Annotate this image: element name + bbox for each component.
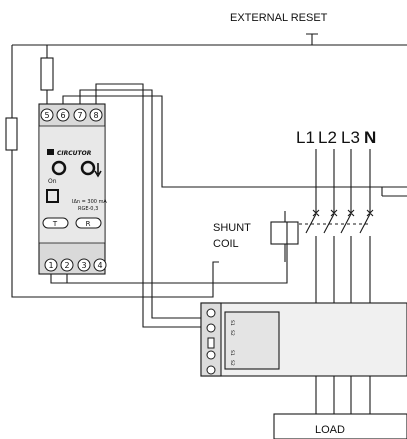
left-loop-wire <box>11 45 219 298</box>
trip-arrow-icon <box>94 163 102 178</box>
terminal-2: 2 <box>64 261 69 270</box>
terminal-5: 5 <box>44 111 49 120</box>
terminal-4: 4 <box>97 261 102 270</box>
reset-button-label: R <box>86 220 91 228</box>
transformer-core <box>224 311 280 370</box>
phase-label-l2: L2 <box>318 128 337 147</box>
ct-mark-s1-top: S1 <box>229 320 235 326</box>
shunt-coil-label-1: SHUNT <box>213 222 251 234</box>
spec-line-1: IΔn = 300 mA <box>72 199 107 205</box>
terminal-7: 7 <box>77 111 82 120</box>
external-reset-button <box>306 33 318 45</box>
phase-label-l1: L1 <box>296 128 315 147</box>
ct-terminal-screws <box>206 308 216 375</box>
spec-line-2: RGE-0,3 <box>78 206 98 212</box>
shunt-coil-label-2: COIL <box>213 238 239 250</box>
terminal-8: 8 <box>93 111 98 120</box>
top-resistor <box>40 57 54 91</box>
breaker-marks <box>312 209 374 217</box>
wire-terminal-1 <box>50 222 288 284</box>
load-box <box>273 413 407 439</box>
neutral-label: N <box>364 128 376 147</box>
relay-module <box>38 103 107 275</box>
ct-mark-s2-bottom: S2 <box>229 360 235 366</box>
test-button-label: T <box>52 220 58 228</box>
left-resistor <box>5 117 18 151</box>
ct-mark-s2-top: S2 <box>229 330 235 336</box>
wire-terminal-6 <box>62 95 407 188</box>
circutor-logo-icon <box>47 149 54 155</box>
terminal-6: 6 <box>60 111 65 120</box>
right-tap <box>381 187 407 197</box>
trip-indicator-icon <box>80 160 96 176</box>
wire-terminal-8 <box>95 83 205 328</box>
terminal-3: 3 <box>81 261 86 270</box>
load-label: LOAD <box>315 424 345 436</box>
ct-mark-s1-bottom: S1 <box>229 350 235 356</box>
on-indicator-icon <box>51 160 67 176</box>
test-button[interactable] <box>42 217 69 229</box>
phase-label-l3: L3 <box>341 128 360 147</box>
external-reset-label: EXTERNAL RESET <box>230 12 328 24</box>
relay-brand: CIRCUTOR <box>57 150 92 157</box>
wire-terminal-7 <box>79 89 205 319</box>
shunt-coil <box>270 221 299 245</box>
reset-button[interactable] <box>75 217 102 229</box>
on-label: On <box>48 178 57 185</box>
terminal-1: 1 <box>48 261 53 270</box>
